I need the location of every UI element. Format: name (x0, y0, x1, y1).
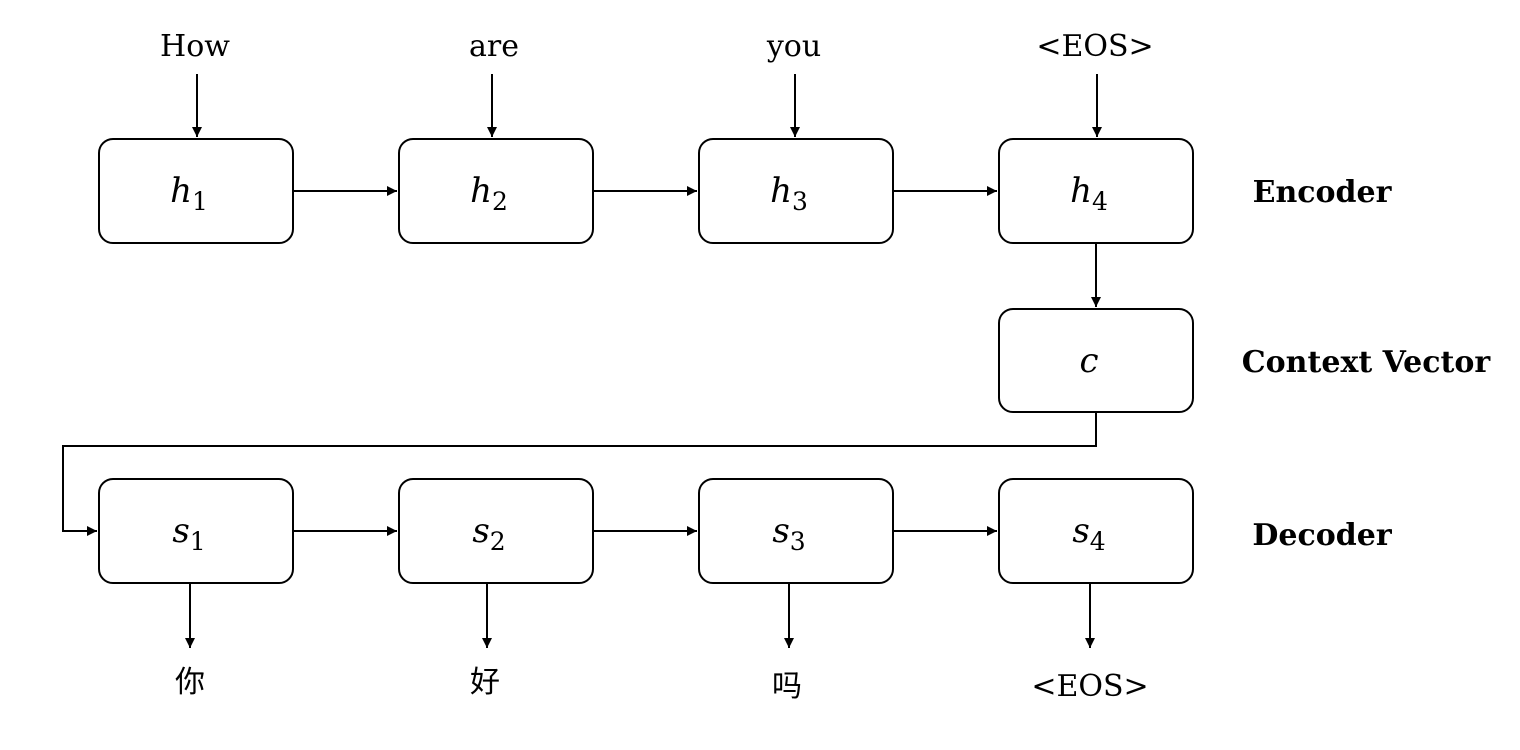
encoder-row: h1 h2 h3 h4 (98, 138, 1194, 244)
context-to-decoder-connector (62, 412, 1097, 536)
encoder-state-label-4: h4 (1070, 171, 1108, 216)
decoder-output-token-4: <EOS> (1031, 669, 1148, 704)
decoder-state-box-4 (998, 478, 1194, 584)
decoder-output-arrows (185, 583, 1095, 648)
decoder-state-label-3: s3 (772, 511, 805, 556)
decoder-section-label: Decoder (1252, 518, 1392, 553)
encoder-section-label: Encoder (1253, 175, 1393, 210)
encoder-input-token-3: you (766, 29, 821, 64)
encoder-input-tokens: How are you <EOS> (160, 29, 1154, 64)
decoder-output-token-3: 吗 (772, 669, 802, 704)
encoder-state-label-1: h1 (170, 171, 208, 216)
encoder-input-token-1: How (160, 29, 230, 64)
encoder-input-token-4: <EOS> (1036, 29, 1153, 64)
decoder-state-label-1: s1 (172, 511, 205, 556)
decoder-output-token-1: 你 (175, 665, 205, 700)
decoder-output-token-2: 好 (470, 665, 500, 700)
decoder-output-tokens: 你 好 吗 <EOS> (175, 665, 1149, 704)
encoder-input-token-2: are (469, 29, 519, 64)
context-vector: c (998, 308, 1194, 413)
encoder-state-label-3: h3 (770, 171, 808, 216)
encoder-input-arrows (192, 74, 1102, 137)
decoder-row: s1 s2 s3 s4 (98, 478, 1194, 584)
context-vector-section-label: Context Vector (1242, 345, 1492, 380)
decoder-state-label-4: s4 (1072, 511, 1105, 556)
encoder-state-label-2: h2 (470, 171, 508, 216)
context-vector-symbol: c (1079, 341, 1098, 381)
decoder-state-label-2: s2 (472, 511, 505, 556)
section-labels: Encoder Context Vector Decoder (1242, 175, 1492, 553)
